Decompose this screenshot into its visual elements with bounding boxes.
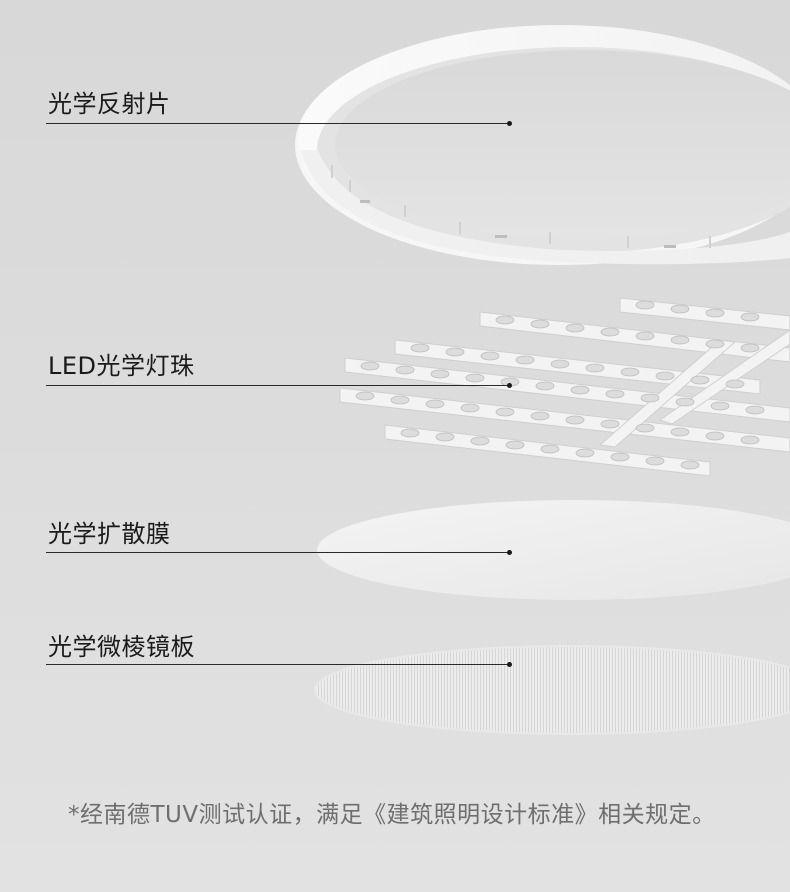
layer-label-led: LED光学灯珠	[48, 346, 195, 381]
leader-dot-led	[507, 383, 512, 388]
diffuser-film	[317, 500, 790, 600]
leader-line-prism	[46, 664, 510, 665]
leader-line-diffuser	[46, 552, 510, 553]
reflector-ring	[295, 25, 790, 265]
certification-footnote: *经南德TUV测试认证，满足《建筑照明设计标准》相关规定。	[68, 796, 748, 834]
layer-label-diffuser: 光学扩散膜	[48, 514, 171, 549]
leader-dot-diffuser	[507, 550, 512, 555]
led-strips	[340, 298, 790, 476]
leader-line-led	[46, 385, 510, 386]
layer-label-prism: 光学微棱镜板	[48, 627, 195, 662]
leader-dot-prism	[507, 662, 512, 667]
leader-line-reflector	[46, 123, 510, 124]
prism-plate	[315, 646, 790, 734]
leader-dot-reflector	[507, 121, 512, 126]
layer-label-reflector: 光学反射片	[48, 84, 171, 119]
